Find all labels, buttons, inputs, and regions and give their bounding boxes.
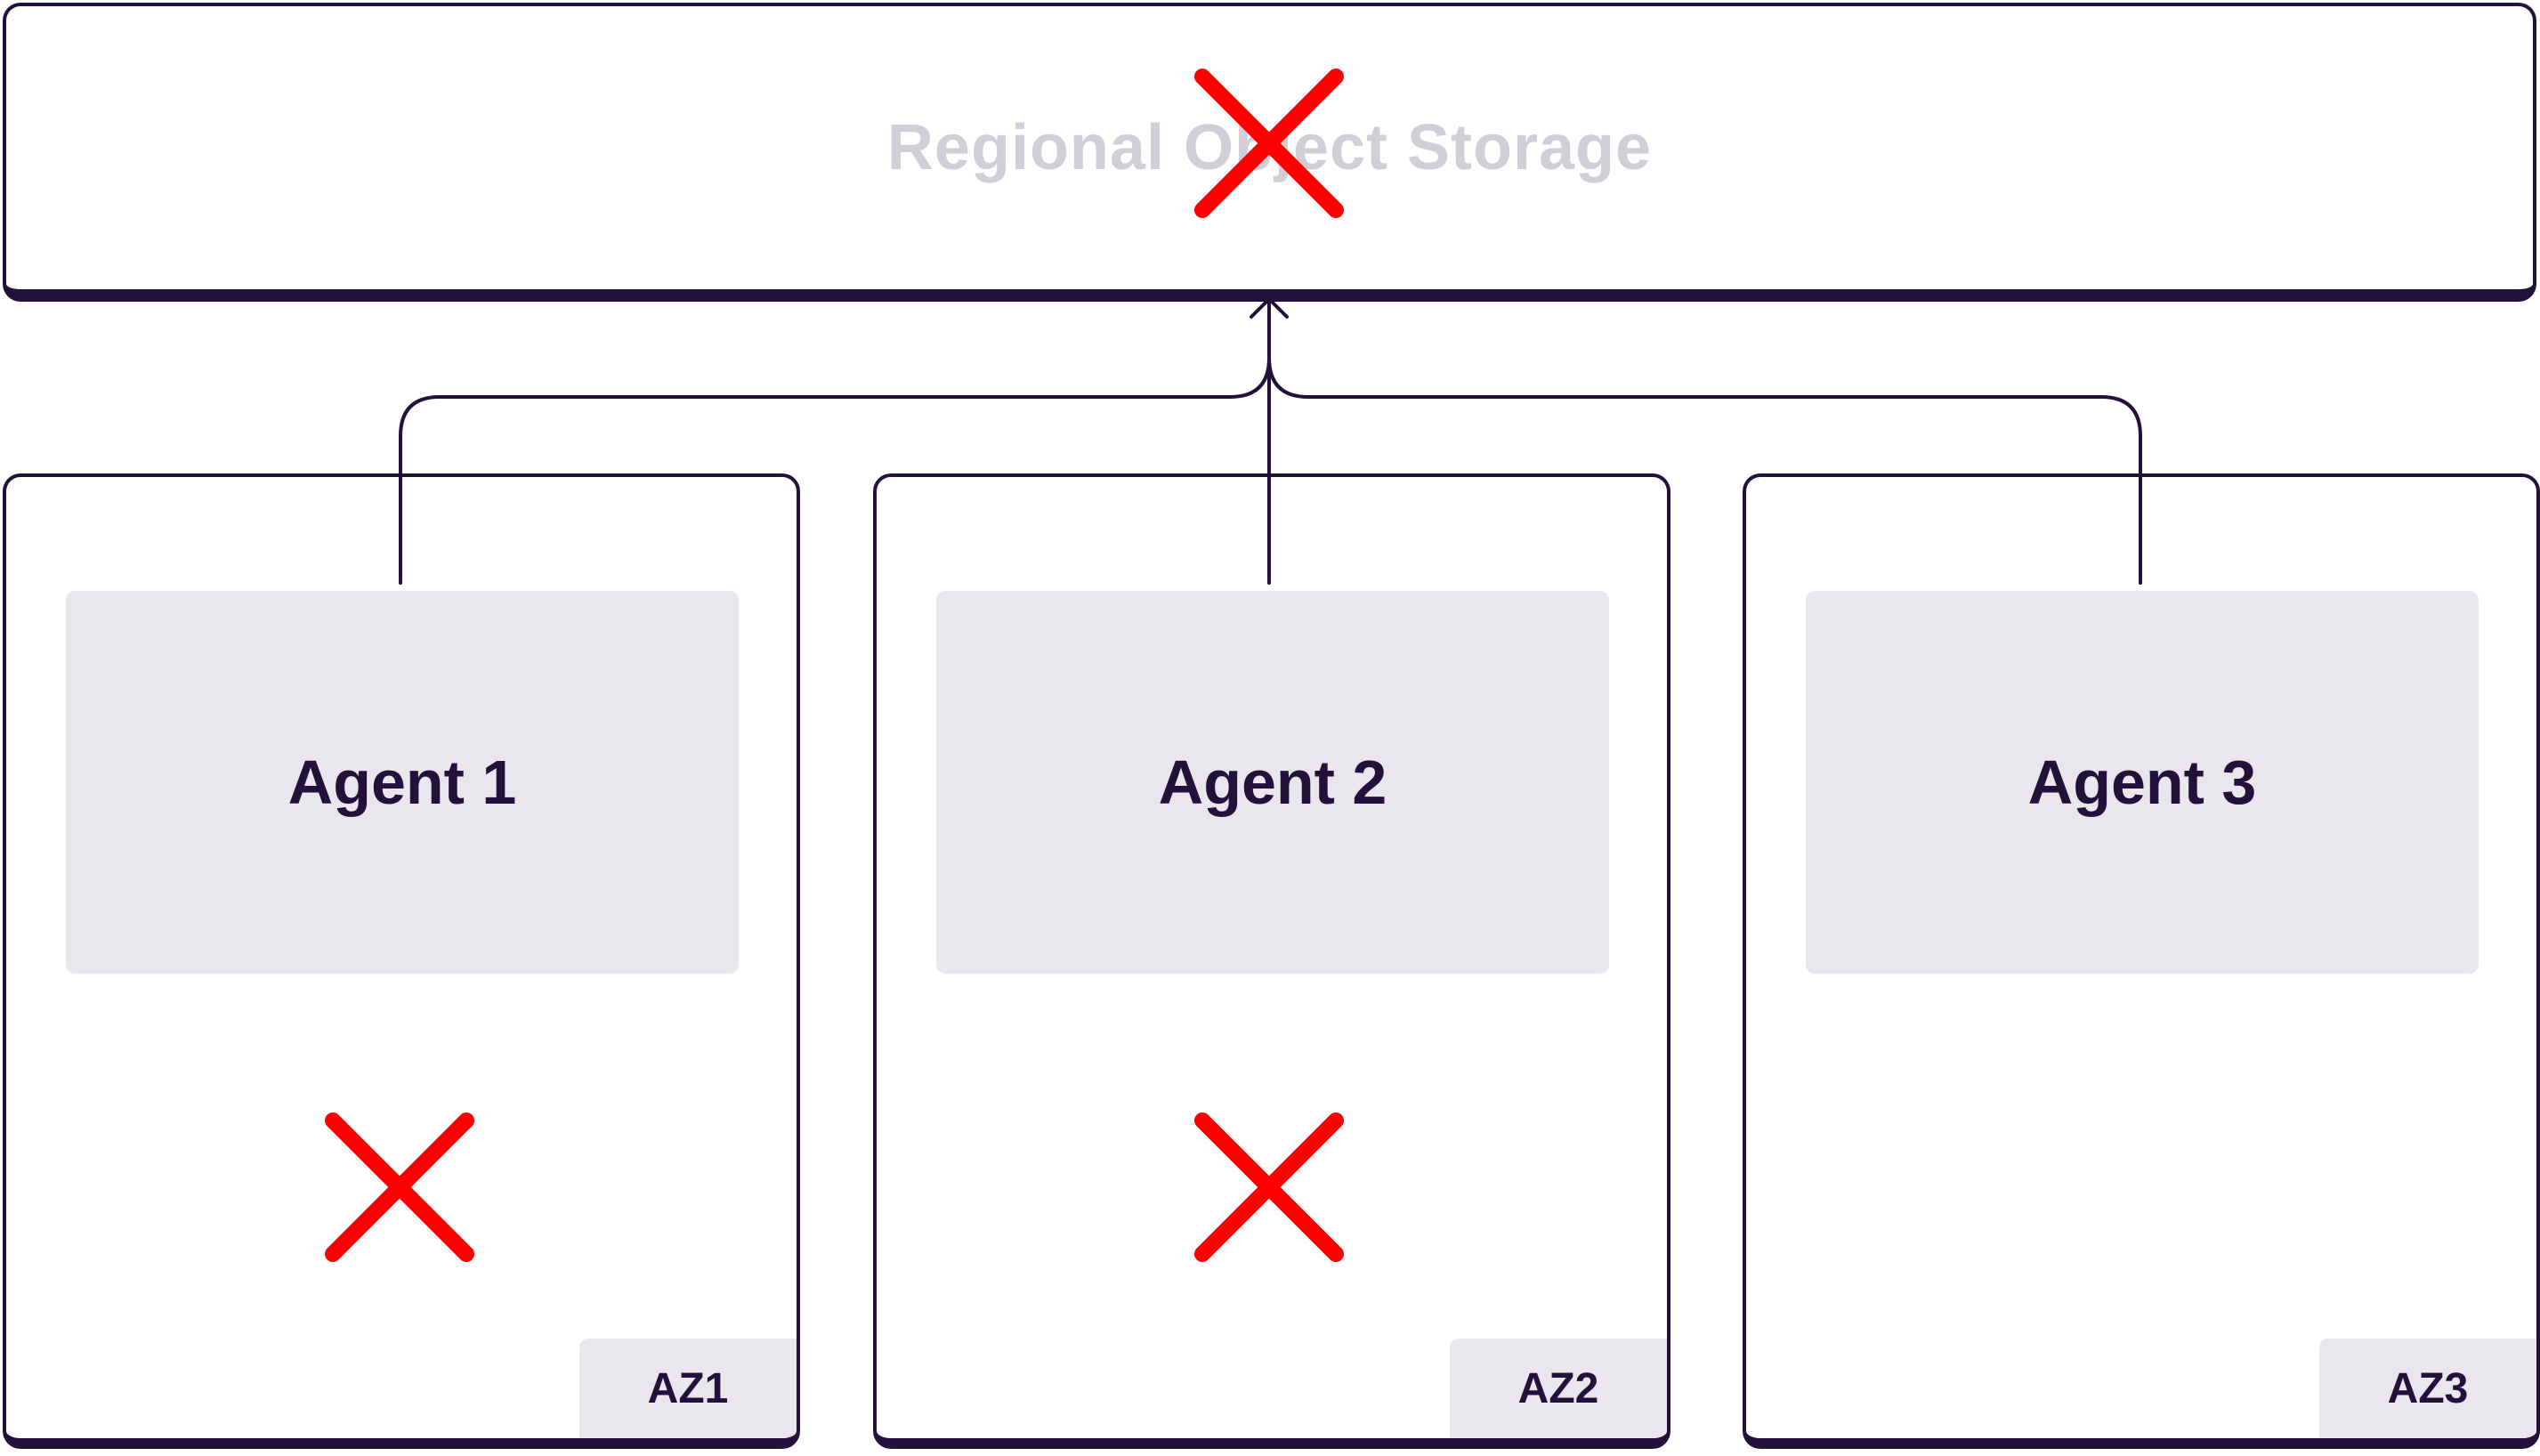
agent-card-2: Agent 2 [936, 591, 1609, 974]
availability-zone-1: Agent 1 AZ1 [3, 473, 800, 1449]
az-badge-3: AZ3 [2319, 1339, 2536, 1438]
az-label-3: AZ3 [2387, 1364, 2469, 1412]
storage-label: Regional Object Storage [886, 112, 1653, 183]
az-label-2: AZ2 [1517, 1364, 1599, 1412]
arrow-up-icon [1250, 297, 1289, 319]
availability-zone-2: Agent 2 AZ2 [873, 473, 1670, 1449]
agent-label-2: Agent 2 [1158, 748, 1387, 817]
agent-card-3: Agent 3 [1806, 591, 2479, 974]
az-badge-2: AZ2 [1450, 1339, 1667, 1438]
az-label-1: AZ1 [647, 1364, 729, 1412]
agent-label-3: Agent 3 [2027, 748, 2257, 817]
agent-label-1: Agent 1 [287, 748, 517, 817]
availability-zone-3: Agent 3 AZ3 [1743, 473, 2540, 1449]
agent-card-1: Agent 1 [66, 591, 739, 974]
az-badge-1: AZ1 [579, 1339, 797, 1438]
regional-object-storage-box: Regional Object Storage [3, 3, 2536, 302]
